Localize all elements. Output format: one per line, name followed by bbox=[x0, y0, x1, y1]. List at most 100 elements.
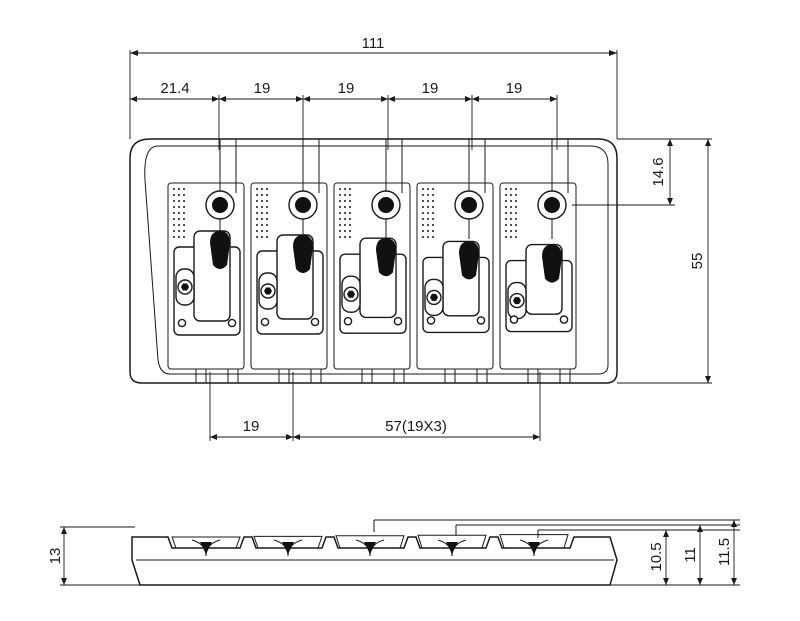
scale-dot bbox=[510, 230, 512, 232]
scale-dot bbox=[432, 212, 434, 214]
scale-dot bbox=[339, 218, 341, 220]
scale-dot bbox=[344, 188, 346, 190]
side-saddle-curve bbox=[355, 539, 385, 557]
scale-dot bbox=[505, 206, 507, 208]
scale-dot bbox=[339, 212, 341, 214]
side-saddle-tip bbox=[446, 542, 458, 554]
scale-dot bbox=[261, 188, 263, 190]
dim-height-2: 11 bbox=[682, 547, 699, 563]
scale-dot bbox=[183, 218, 185, 220]
base-plate-inner bbox=[144, 145, 609, 375]
small-screw bbox=[343, 316, 353, 326]
scale-dot bbox=[349, 224, 351, 226]
small-screw bbox=[177, 318, 187, 328]
scale-dot bbox=[339, 200, 341, 202]
scale-dot bbox=[349, 188, 351, 190]
scale-dot bbox=[510, 194, 512, 196]
side-saddle-curve bbox=[191, 539, 221, 557]
scale-dot bbox=[178, 236, 180, 238]
side-saddle-body bbox=[253, 535, 323, 549]
dim-total-depth: 55 bbox=[689, 253, 706, 270]
scale-dot bbox=[427, 230, 429, 232]
small-screw bbox=[559, 315, 569, 324]
scale-dot bbox=[510, 206, 512, 208]
scale-dot bbox=[515, 230, 517, 232]
notch bbox=[278, 368, 290, 384]
anchor-hole bbox=[544, 197, 560, 213]
scale-dot bbox=[183, 224, 185, 226]
scale-dot bbox=[261, 212, 263, 214]
scale-dot bbox=[510, 236, 512, 238]
scale-dot bbox=[515, 224, 517, 226]
dim-first-spacing: 21.4 bbox=[160, 80, 189, 97]
side-dimensions: 13 10.5 11 11.5 bbox=[47, 520, 740, 586]
saddle-unit bbox=[499, 139, 577, 384]
scale-dot bbox=[183, 200, 185, 202]
scale-dot bbox=[173, 236, 175, 238]
scale-dot bbox=[427, 236, 429, 238]
scale-dot bbox=[432, 218, 434, 220]
scale-dot bbox=[261, 200, 263, 202]
scale-dot bbox=[256, 218, 258, 220]
scale-dot bbox=[515, 218, 517, 220]
saddle-unit bbox=[250, 139, 328, 384]
scale-dot bbox=[339, 206, 341, 208]
side-saddle bbox=[417, 534, 487, 557]
side-saddle bbox=[335, 535, 405, 557]
dim-spacing-3: 19 bbox=[422, 80, 439, 97]
scale-dot bbox=[344, 206, 346, 208]
notch bbox=[310, 368, 322, 384]
string-ball bbox=[376, 238, 396, 277]
string-ball bbox=[210, 231, 230, 269]
scale-dot bbox=[515, 200, 517, 202]
scale-dot bbox=[432, 188, 434, 190]
scale-dot bbox=[349, 230, 351, 232]
scale-dot bbox=[349, 236, 351, 238]
scale-dot bbox=[339, 224, 341, 226]
scale-dot bbox=[344, 212, 346, 214]
side-saddle-body bbox=[417, 534, 487, 549]
scale-dot bbox=[422, 218, 424, 220]
scale-dot bbox=[183, 230, 185, 232]
saddle-unit bbox=[167, 139, 245, 384]
scale-dot bbox=[432, 200, 434, 202]
scale-dot bbox=[505, 212, 507, 214]
scale-dot bbox=[256, 230, 258, 232]
anchor-hole bbox=[461, 197, 477, 213]
side-saddle-body bbox=[335, 535, 405, 549]
scale-dot bbox=[427, 224, 429, 226]
scale-dot bbox=[266, 236, 268, 238]
side-saddle bbox=[499, 534, 569, 557]
scale-dot bbox=[515, 236, 517, 238]
saddle-unit bbox=[416, 139, 494, 384]
scale-dot bbox=[173, 212, 175, 214]
scale-dot bbox=[427, 212, 429, 214]
dim-overall-width: 111 bbox=[362, 35, 385, 52]
scale-dot bbox=[261, 218, 263, 220]
scale-dot bbox=[266, 194, 268, 196]
scale-dot bbox=[349, 200, 351, 202]
scale-dot bbox=[178, 218, 180, 220]
scale-dot bbox=[178, 230, 180, 232]
saddle-units bbox=[167, 139, 577, 384]
scale-dot bbox=[173, 218, 175, 220]
scale-dot bbox=[339, 236, 341, 238]
dim-spacing-4: 19 bbox=[506, 80, 523, 97]
scale-dot bbox=[173, 230, 175, 232]
scale-dot bbox=[178, 200, 180, 202]
side-saddle-curve bbox=[437, 539, 467, 557]
scale-dot bbox=[261, 230, 263, 232]
scale-dot bbox=[510, 188, 512, 190]
dim-spacing-2: 19 bbox=[338, 80, 355, 97]
scale-dot bbox=[515, 188, 517, 190]
scale-dot bbox=[261, 224, 263, 226]
scale-dot bbox=[510, 200, 512, 202]
scale-dot bbox=[427, 218, 429, 220]
side-saddle-body bbox=[499, 534, 569, 549]
dim-base-height: 13 bbox=[47, 548, 64, 565]
anchor-hole bbox=[378, 197, 394, 213]
side-saddle-tip bbox=[364, 542, 376, 554]
scale-dot bbox=[505, 188, 507, 190]
top-view bbox=[129, 138, 618, 384]
